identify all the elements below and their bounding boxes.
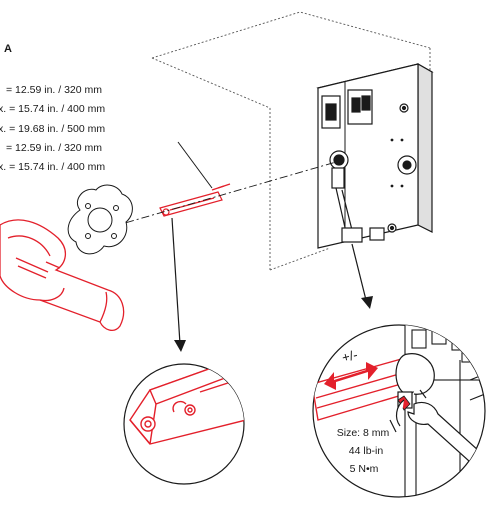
dimension-leader [177,141,213,189]
shaft-detail-view [123,363,245,485]
torque-n-m: 5 N•m [350,463,379,475]
shaft-leader-arrowhead [174,340,186,352]
coupling-detail-view [312,324,486,498]
coupling-leader-arrowhead [361,296,373,309]
section-label: A [4,43,12,55]
circuit-breaker [316,62,434,249]
extension-shaft [159,183,231,217]
dimension-list: = 12.59 in. / 320 mm x. = 15.74 in. / 40… [0,84,105,173]
adjust-label: +/- [340,347,359,365]
dimension-line: x. = 15.74 in. / 400 mm [0,103,105,115]
rotary-handle [0,219,125,332]
torque-lb-in: 44 lb-in [349,445,384,457]
door-flange [67,184,133,255]
torque-size: Size: 8 mm [337,427,390,439]
dimension-line: = 12.59 in. / 320 mm [6,142,102,154]
torque-spec: Size: 8 mm 44 lb-in 5 N•m [337,427,390,475]
dimension-line: x. = 19.68 in. / 500 mm [0,123,105,135]
coupling-leader [351,243,367,301]
adjust-arrow [324,362,378,390]
shaft-leader [171,217,181,345]
dimension-line: x. = 15.74 in. / 400 mm [0,161,105,173]
dimension-line: = 12.59 in. / 320 mm [6,84,102,96]
